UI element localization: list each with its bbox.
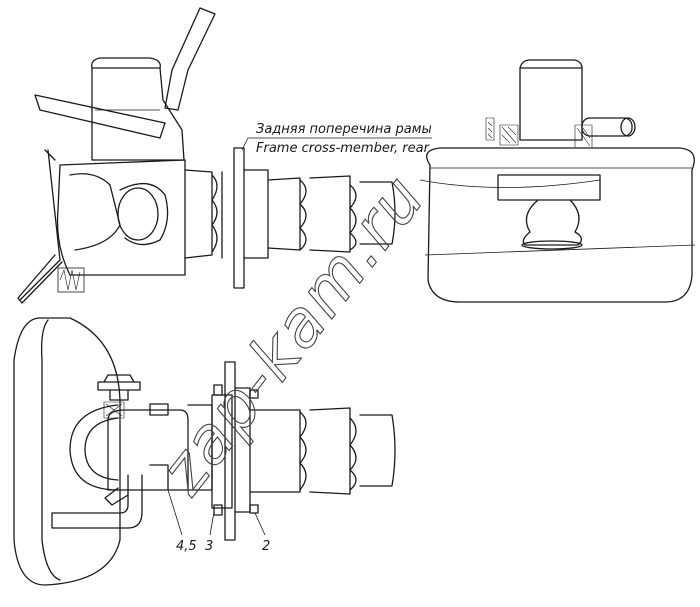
watermark: zap-kam.ru bbox=[146, 161, 440, 509]
ref-3-leader bbox=[209, 511, 215, 536]
ref-label-3: 3 bbox=[205, 539, 213, 554]
leader-line bbox=[241, 137, 249, 151]
ref-label-45: 4,5 bbox=[176, 539, 197, 554]
frame-label-en: Frame cross-member, rear bbox=[256, 141, 431, 156]
frame-label-ru: Задняя поперечина рамы bbox=[256, 122, 432, 137]
ref-45-leader bbox=[167, 489, 183, 536]
ref-2-leader bbox=[254, 512, 266, 536]
ref-label-2: 2 bbox=[262, 539, 270, 554]
side-view bbox=[17, 7, 396, 304]
plan-view bbox=[13, 317, 396, 586]
rear-view bbox=[419, 59, 696, 303]
